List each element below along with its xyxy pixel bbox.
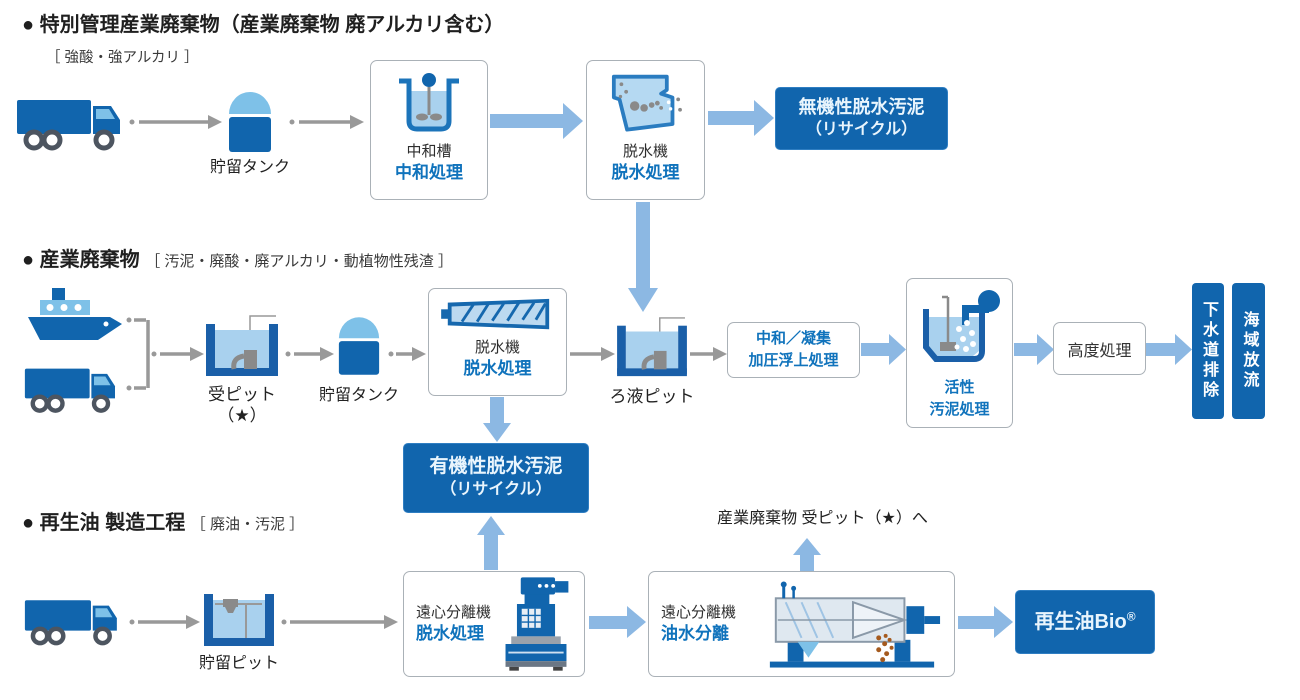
section2-heading: ● 産業廃棄物 ［ 汚泥・廃酸・廃アルカリ・動植物性残渣 ］ [22, 243, 453, 272]
process-box-process: 脱水処理 [416, 624, 484, 644]
block-arrow-right-icon [490, 103, 583, 139]
gray-arrow-icon [284, 345, 334, 363]
coagulation-line2: 加圧浮上処理 [748, 352, 839, 369]
filtrate-pit-label: ろ液ピット [609, 387, 695, 406]
outcome-box-sea: 海域放流 [1232, 283, 1265, 419]
process-box-advanced: 高度処理 [1053, 322, 1146, 375]
section1-subtitle: ［ 強酸・強アルカリ ］ [46, 50, 199, 66]
process-box-centrifuge-dewater: 遠心分離機 脱水処理 [403, 571, 585, 677]
recycled-oil-label: 再生油Bio® [1034, 609, 1135, 635]
receive-pit-icon [206, 314, 278, 380]
process-box-name: 中和槽 [406, 143, 452, 160]
section1-heading: ● 特別管理産業廃棄物（産業廃棄物 廃アルカリ含む） [22, 8, 504, 37]
process-box-process: 脱水処理 [463, 359, 532, 378]
receive-pit-label-line2: （★） [217, 406, 267, 426]
gray-arrow-icon [150, 345, 204, 363]
activated-line2: 汚泥処理 [929, 400, 990, 418]
block-arrow-right-icon [861, 334, 906, 365]
storage-tank-label: 貯留タンク [209, 159, 290, 176]
process-box-process: 中和処理 [395, 163, 463, 182]
block-arrow-up-icon [793, 538, 821, 571]
block-arrow-right-icon [1014, 334, 1054, 365]
gray-arrow-icon [570, 345, 615, 363]
storage-pit-icon [204, 586, 274, 650]
process-box-name: 遠心分離機 [661, 604, 737, 622]
process-box-dewatering: 脱水機 脱水処理 [586, 60, 705, 200]
section2-bullet: ● [22, 249, 35, 271]
result-line1: 無機性脱水汚泥 [798, 97, 925, 118]
coagulation-line1: 中和／凝集 [755, 330, 831, 348]
advanced-label: 高度処理 [1067, 342, 1132, 360]
section2-title: 産業廃棄物 [39, 249, 140, 271]
decanter-centrifuge-icon [758, 578, 946, 670]
process-box-coagulation: 中和／凝集 加圧浮上処理 [727, 322, 860, 378]
activated-line1: 活性 [944, 379, 975, 396]
truck-icon [24, 358, 122, 416]
result-box-recycled-oil: 再生油Bio® [1015, 590, 1155, 654]
centrifuge-machine-icon [496, 577, 576, 671]
storage-tank-icon [336, 310, 382, 380]
block-arrow-right-icon [589, 606, 646, 638]
block-arrow-right-icon [958, 606, 1013, 638]
section3-subtitle: ［ 廃油・汚泥 ］ [190, 516, 305, 533]
recycled-oil-text: 再生油Bio [1034, 611, 1127, 633]
result-line2: （リサイクル） [805, 120, 918, 138]
block-arrow-right-icon [708, 100, 774, 136]
block-arrow-down-icon [628, 202, 658, 312]
gray-arrow-icon [280, 613, 398, 631]
merge-bracket-icon [126, 312, 152, 396]
process-box-activated-sludge: 活性 汚泥処理 [906, 278, 1013, 428]
result-line2: （リサイクル） [440, 480, 552, 498]
dewatering-hopper-icon [604, 71, 688, 141]
gray-arrow-icon [128, 613, 200, 631]
section3-bullet: ● [22, 512, 35, 534]
section1-title: 特別管理産業廃棄物（産業廃棄物 廃アルカリ含む） [39, 14, 505, 36]
gray-arrow-icon [128, 113, 222, 131]
aeration-tank-icon [918, 287, 1002, 375]
process-box-name: 脱水機 [474, 339, 520, 356]
truck-icon [16, 90, 128, 152]
truck-icon [24, 590, 124, 648]
result-box-organic-sludge: 有機性脱水汚泥 （リサイクル） [403, 443, 589, 513]
gray-arrow-icon [388, 345, 426, 363]
process-box-process: 脱水処理 [611, 163, 680, 182]
return-note: 産業廃棄物 受ピット（★）へ [717, 510, 928, 527]
section1-bullet: ● [22, 14, 35, 36]
screw-press-icon [439, 297, 557, 333]
block-arrow-up-icon [477, 516, 505, 570]
process-box-name: 遠心分離機 [416, 604, 492, 622]
process-box-dewatering: 脱水機 脱水処理 [428, 288, 567, 396]
neutralization-tank-icon [391, 69, 467, 141]
outcome-box-sewer: 下水道排除 [1192, 283, 1224, 419]
receive-pit-label-line1: 受ピット [208, 385, 276, 404]
receive-pit-label: 受ピット （★） [201, 384, 283, 427]
process-box-centrifuge-oil: 遠心分離機 油水分離 [648, 571, 955, 677]
process-box-name: 脱水機 [622, 143, 668, 160]
storage-tank-icon [226, 88, 274, 154]
registered-mark: ® [1126, 609, 1136, 624]
section3-heading: ● 再生油 製造工程 ［ 廃油・汚泥 ］ [22, 506, 304, 535]
block-arrow-right-icon [1146, 334, 1192, 365]
process-box-process: 油水分離 [661, 624, 729, 644]
block-arrow-down-icon [483, 397, 511, 442]
section3-title: 再生油 製造工程 [39, 512, 186, 534]
gray-arrow-icon [288, 113, 364, 131]
storage-tank-label: 貯留タンク [318, 387, 399, 404]
ship-icon [26, 288, 124, 344]
result-box-inorganic-sludge: 無機性脱水汚泥 （リサイクル） [775, 87, 948, 150]
result-line1: 有機性脱水汚泥 [429, 456, 563, 478]
process-box-neutralization: 中和槽 中和処理 [370, 60, 488, 200]
filtrate-pit-icon [616, 316, 688, 380]
storage-pit-label: 貯留ピット [198, 655, 279, 672]
section2-subtitle: ［ 汚泥・廃酸・廃アルカリ・動植物性残渣 ］ [145, 253, 453, 270]
gray-arrow-icon [690, 345, 727, 363]
